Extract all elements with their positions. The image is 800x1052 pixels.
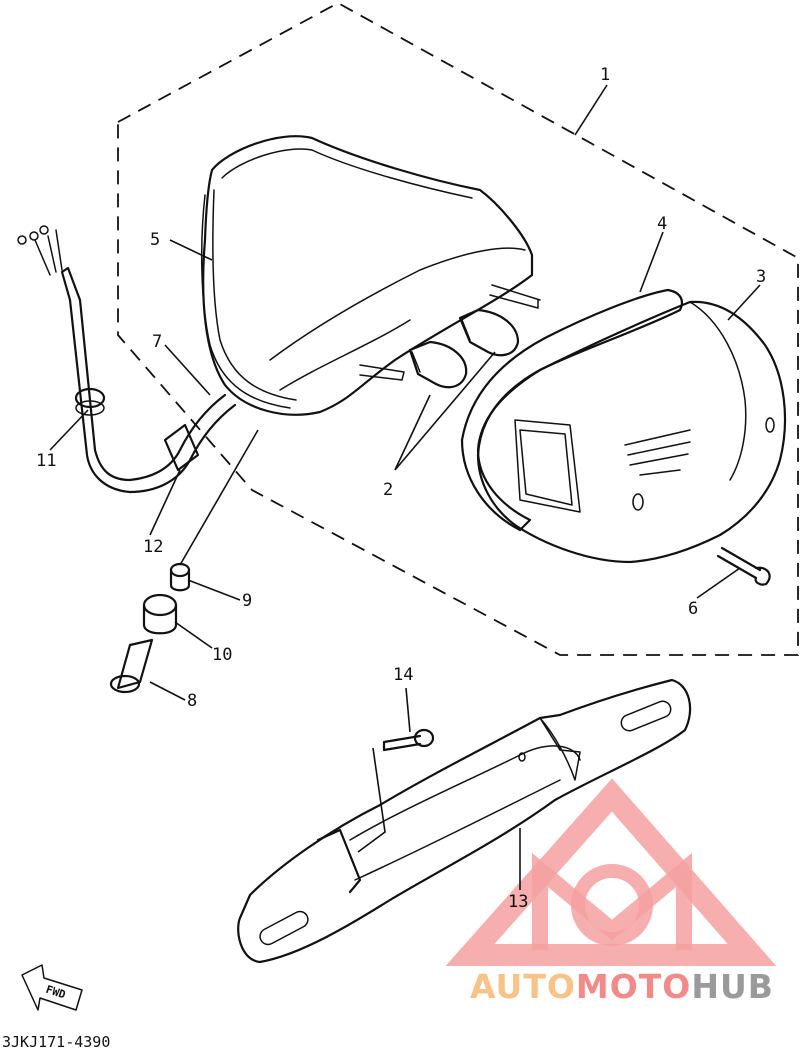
- callout-numbers: 1 2 3 4 5 6 7 8 9 10 11 12 13 14: [36, 65, 766, 912]
- bulb-upper: [458, 308, 520, 357]
- clamp-12: [163, 423, 200, 472]
- callout-2: 2: [383, 480, 393, 500]
- callout-1: 1: [600, 65, 610, 85]
- fwd-label: FWD: [44, 983, 67, 1002]
- callout-6: 6: [688, 599, 698, 619]
- housing-stud-top: [489, 284, 541, 309]
- callout-10: 10: [212, 645, 232, 665]
- collar-9: [169, 562, 191, 592]
- callout-12: 12: [143, 537, 163, 557]
- callout-14: 14: [393, 665, 413, 685]
- leader-lines: [49, 84, 761, 890]
- callout-9: 9: [242, 591, 252, 611]
- watermark-text: AUTOMOTOHUB: [470, 967, 774, 1006]
- bolt-8: [109, 638, 154, 694]
- license-bracket: [237, 678, 692, 964]
- damper-10: [142, 593, 178, 635]
- callout-7: 7: [152, 332, 162, 352]
- lens-gasket: [460, 288, 684, 532]
- callout-3: 3: [756, 267, 766, 287]
- taillight-housing: [200, 135, 534, 416]
- assembly-boundary: [117, 1, 799, 656]
- bulb-lower: [408, 340, 468, 389]
- callout-8: 8: [187, 691, 197, 711]
- wire-harness: [17, 225, 237, 494]
- bolt-14: [382, 728, 435, 752]
- callout-11: 11: [36, 451, 56, 471]
- housing-stud-bottom: [359, 364, 405, 381]
- grommet-11: [74, 387, 106, 416]
- lens-screw: [716, 546, 771, 586]
- callout-13: 13: [508, 892, 528, 912]
- fwd-arrow: FWD: [21, 964, 83, 1011]
- watermark-word-moto: MOTO: [576, 967, 691, 1006]
- taillight-lens: [476, 300, 787, 564]
- callout-5: 5: [150, 230, 160, 250]
- watermark-word-hub: HUB: [691, 967, 774, 1006]
- watermark-emblem: [445, 778, 777, 966]
- watermark-word-auto: AUTO: [470, 967, 576, 1006]
- part-code: 3JKJ171-4390: [2, 1033, 110, 1051]
- callout-4: 4: [657, 214, 667, 234]
